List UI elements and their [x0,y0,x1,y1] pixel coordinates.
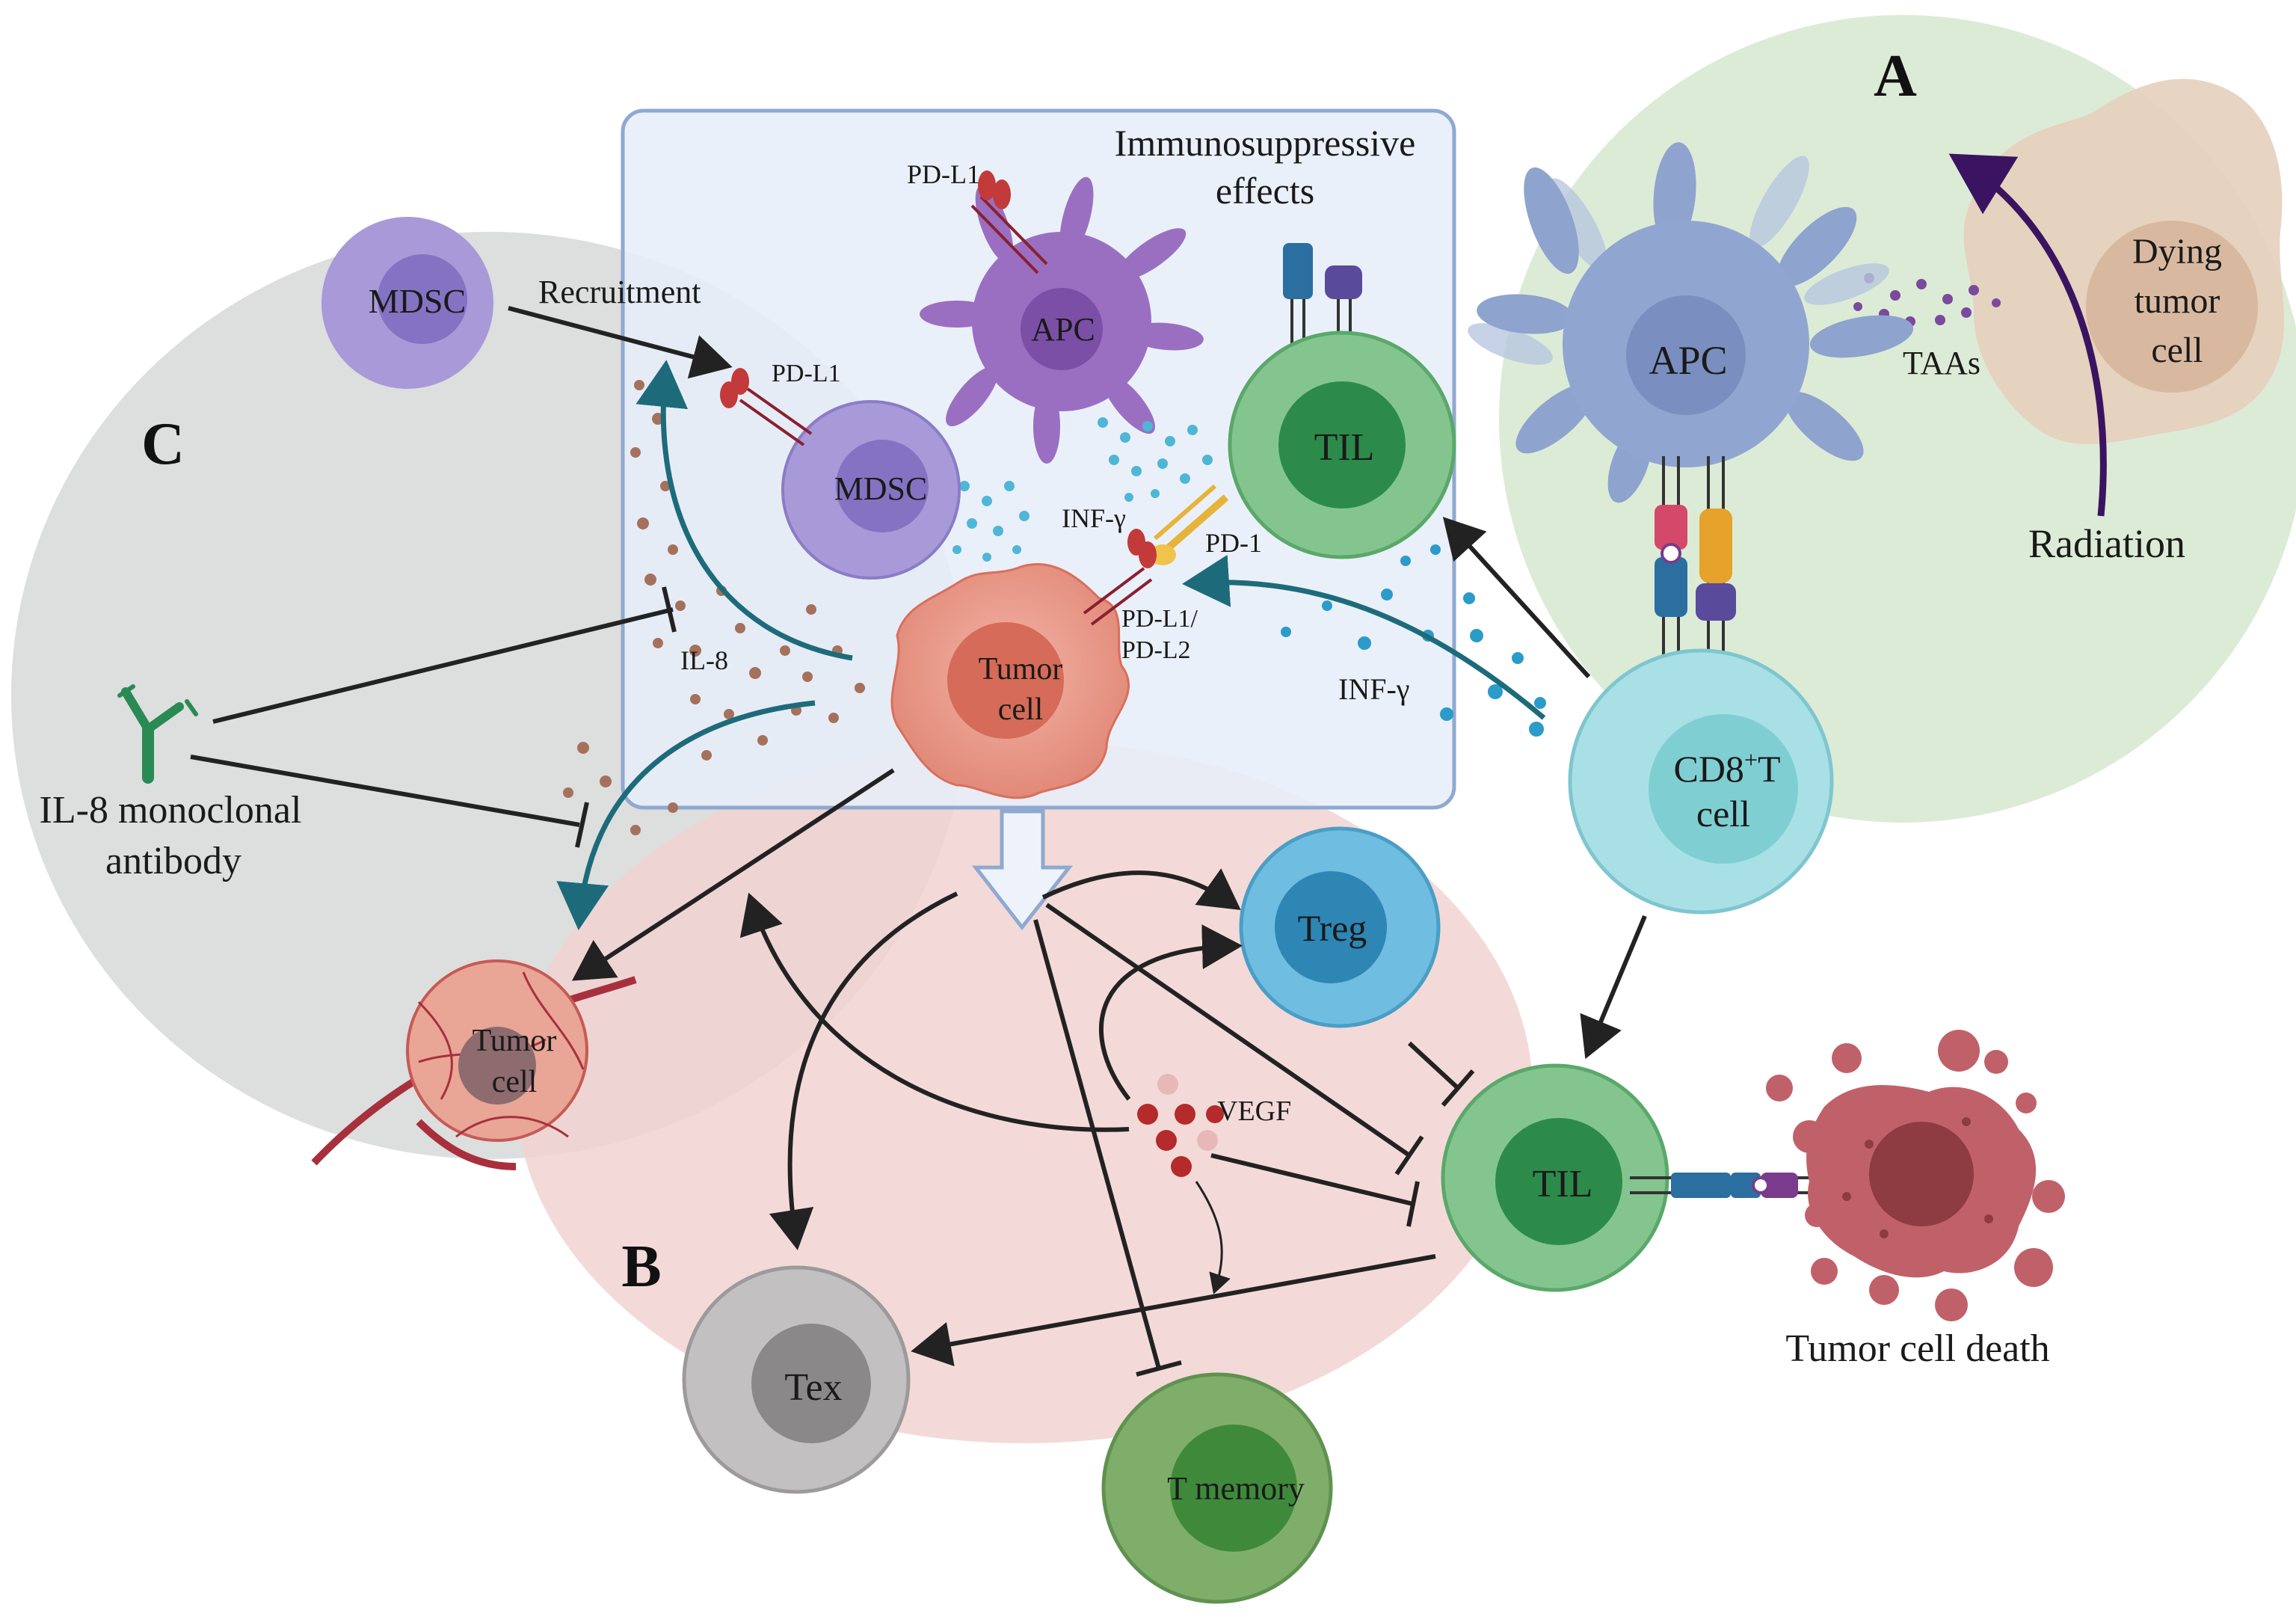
arrow-tumor-to-left-tumor-teal [556,700,816,930]
recruitment-label: Recruitment [538,274,701,310]
arrow-vegf-back [739,892,1130,1132]
til-bottom-label: TIL [1533,1163,1593,1205]
pd-l1-l2-receptor [1083,529,1157,626]
arrow-tumor-to-left-tumor [571,768,895,981]
dying-tumor-label-2: tumor [2135,281,2220,321]
inf-gamma-outside-label: INF-γ [1338,672,1409,706]
tumor-cell-death-label: Tumor cell death [1785,1327,2049,1370]
radiation-arrow [1948,153,2107,517]
panel-b-inhibition-lines [1033,903,1475,1377]
il-8-antibody-icon [117,684,198,784]
arrow-cd8-to-til-top [1442,517,1591,679]
apc-purple-label: APC [1031,311,1095,348]
panel-letter-a: A [1874,43,1917,109]
pd-l1-l2-label-2: PD-L2 [1121,636,1191,664]
vegf-particles [1137,1074,1224,1177]
antibody-label-2: antibody [105,840,241,882]
vegf-label: VEGF [1217,1096,1291,1127]
panel-letter-b: B [621,1234,661,1300]
mdsc-outside-label: MDSC [369,282,466,320]
box-title-line1: Immunosuppressive [1115,122,1416,164]
tumor-cell-left: Tumor cell [311,959,637,1170]
apc-purple-cell: APC [920,176,1204,464]
pd-l1-apc-label: PD-L1 [907,159,980,189]
cd8-label-base: CD8 [1673,748,1743,790]
dead-tumor-cell [1766,1030,2065,1321]
arrow-vegf-down [1195,1181,1231,1294]
arrow-recruitment [508,306,733,379]
radiation-label: Radiation [2028,521,2185,566]
arrow-til-to-tex [911,1254,1436,1367]
apc-blue-label: APC [1649,338,1727,383]
t-memory-label: T memory [1167,1470,1305,1507]
tumor-cell-center: Tumor cell [890,563,1130,799]
box-title-line2: effects [1216,170,1314,212]
pd-l1-l2-label-1: PD-L1/ [1121,605,1198,633]
treg-cell: Treg [1239,826,1441,1028]
tumor-center-label-1: Tumor [979,652,1063,686]
mdsc-inside-cell: MDSC [781,400,961,580]
pd-l1-mdsc-receptor [720,368,813,446]
pd-l1-mdsc-label: PD-L1 [772,360,841,387]
arrow-cd8-to-tumor-teal [1182,554,1546,720]
antibody-label-1: IL-8 monoclonal [40,789,302,832]
svg-text:CD8+T: CD8+T [1673,746,1780,790]
antibody-inhibition-lines [190,586,677,848]
cd8-label-line2: cell [1696,793,1750,835]
tumor-center-label-2: cell [998,692,1044,727]
panel-letter-c: C [141,411,185,477]
arrow-to-tex-curve [769,891,958,1250]
dying-tumor-cell: Dying tumor cell [1963,79,2285,444]
til-bottom-cell: TIL [1441,1063,1669,1292]
arrow-vegf-to-treg [1098,924,1243,1101]
arrow-to-treg [1041,868,1241,910]
inf-gamma-outside-dots [1281,511,1546,737]
tex-label: Tex [784,1366,842,1409]
treg-label: Treg [1298,907,1367,949]
til-top-label: TIL [1314,426,1375,469]
il-8-particles [563,380,865,835]
cd8-t-cell: CD8+T cell [1568,648,1834,915]
til-top-cell: TIL [1228,331,1456,559]
tumor-left-label-1: Tumor [473,1024,557,1058]
tumor-left-label-2: cell [492,1065,538,1099]
mdsc-inside-label: MDSC [834,470,928,507]
tex-cell: Tex [682,1265,911,1494]
cd8-label-sup: + [1744,746,1758,773]
pd-l1-apc-receptor [970,170,1048,274]
il-8-label: IL-8 [680,645,728,675]
apc-cd8-receptor-pairs [1655,456,1736,673]
cd8-label-tail: T [1758,748,1781,790]
inf-gamma-inside-label: INF-γ [1062,503,1126,533]
dying-tumor-label-3: cell [2151,331,2203,370]
inf-gamma-inside-dots [952,417,1213,562]
t-memory-cell: T memory [1101,1372,1333,1604]
taas-label: TAAs [1903,345,1980,381]
arrow-cd8-to-til-bottom [1580,915,1647,1060]
til-bottom-receptor [1630,1173,1809,1198]
apc-blue-cell: APC [1468,142,1914,503]
dying-tumor-label-1: Dying [2132,232,2222,271]
mdsc-outside-cell: MDSC [321,217,493,389]
pd-1-label: PD-1 [1205,528,1262,558]
arrow-tumor-to-il8-teal [635,360,853,661]
